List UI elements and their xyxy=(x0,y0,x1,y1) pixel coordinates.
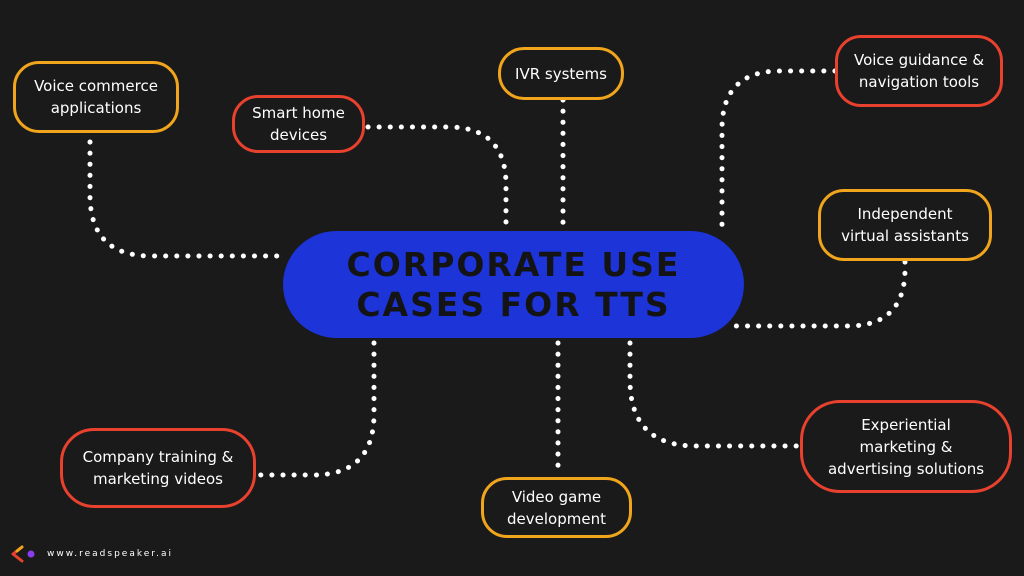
node-virtual-assistants: Independent virtual assistants xyxy=(818,189,992,261)
node-experiential-marketing: Experiential marketing & advertising sol… xyxy=(800,400,1012,493)
brand-url[interactable]: www.readspeaker.ai xyxy=(47,549,174,559)
node-video-game: Video game development xyxy=(481,477,632,538)
node-voice-guidance-label: Voice guidance & navigation tools xyxy=(853,51,985,91)
connector-company-training xyxy=(253,340,377,478)
connector-experiential-marketing xyxy=(627,340,803,449)
central-topic: CORPORATE USE CASES FOR TTS xyxy=(283,231,744,338)
connector-virtual-assistants xyxy=(725,259,908,329)
node-company-training: Company training & marketing videos xyxy=(60,428,256,508)
brand-footer: www.readspeaker.ai xyxy=(11,545,173,563)
connector-smart-home xyxy=(365,124,509,234)
node-experiential-marketing-label: Experiential marketing & advertising sol… xyxy=(827,415,985,478)
node-voice-commerce-label: Voice commerce applications xyxy=(34,77,158,117)
node-ivr-systems: IVR systems xyxy=(498,47,624,100)
node-company-training-label: Company training & marketing videos xyxy=(82,448,234,488)
node-video-game-label: Video game development xyxy=(507,487,606,528)
node-ivr-systems-label: IVR systems xyxy=(515,64,607,83)
node-voice-guidance: Voice guidance & navigation tools xyxy=(835,35,1003,107)
connector-voice-guidance xyxy=(719,68,838,234)
node-voice-commerce: Voice commerce applications xyxy=(13,61,179,133)
central-topic-title: CORPORATE USE CASES FOR TTS xyxy=(346,244,681,324)
node-smart-home-label: Smart home devices xyxy=(252,104,345,144)
readspeaker-logo-icon xyxy=(11,545,35,563)
node-smart-home: Smart home devices xyxy=(232,95,365,153)
node-virtual-assistants-label: Independent virtual assistants xyxy=(841,205,969,245)
connector-voice-commerce xyxy=(87,139,286,259)
